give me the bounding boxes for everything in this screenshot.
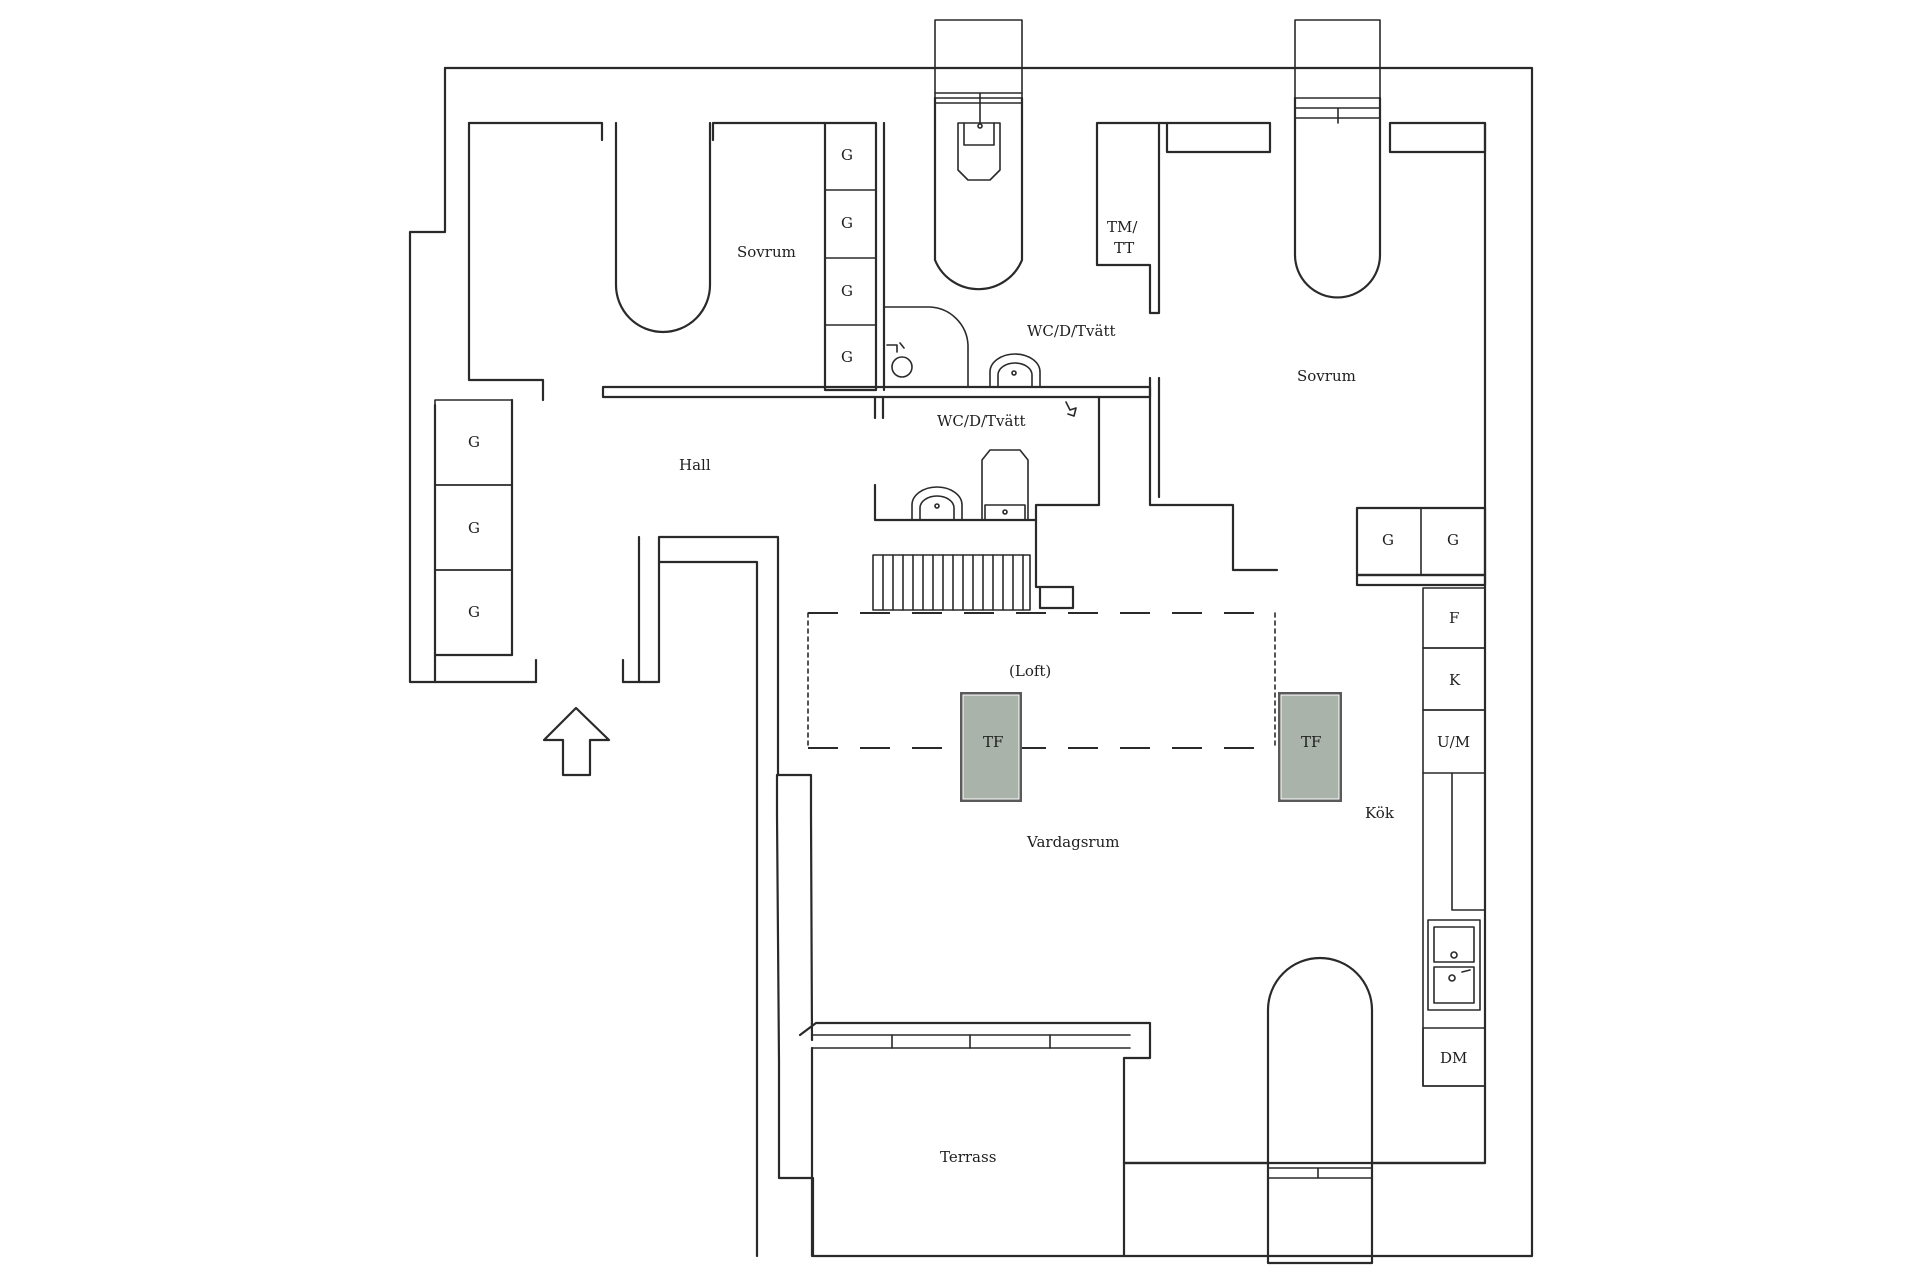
wardrobe-label: G	[841, 146, 853, 164]
inner-wall-face	[433, 121, 1487, 1165]
loft-outline	[807, 612, 1276, 749]
kitchen-sink	[1427, 919, 1481, 1011]
window-top-right	[1293, 19, 1382, 125]
kitchen-label-dm: DM	[1440, 1049, 1467, 1067]
kitchen-cabinets	[1422, 587, 1486, 1087]
hall-wardrobes	[433, 398, 514, 657]
toilet-upper	[957, 122, 1001, 181]
kitchen-label-um: U/M	[1437, 733, 1470, 751]
room-label-terrass: Terrass	[940, 1148, 996, 1166]
wardrobe-label: G	[468, 603, 480, 621]
interior-walls	[601, 121, 1487, 610]
tm-tt-label-line2: TT	[1114, 239, 1134, 257]
stairs	[872, 554, 1031, 611]
wardrobe-label: G	[841, 214, 853, 232]
fireplace-label-left: TF	[983, 733, 1003, 751]
shower-upper	[883, 306, 969, 388]
kitchen-label-f: F	[1449, 609, 1459, 627]
room-label-vardagsrum: Vardagsrum	[1026, 833, 1119, 851]
room-label-wc-upper: WC/D/Tvätt	[1027, 322, 1116, 340]
loft-label: (Loft)	[1009, 662, 1051, 680]
terrace	[798, 1021, 1487, 1258]
entrance-walls	[637, 535, 759, 1258]
window-top-left	[933, 19, 1024, 125]
tap-lower	[1065, 401, 1077, 417]
wardrobe-label: G	[1382, 531, 1394, 549]
wardrobe-label: G	[468, 433, 480, 451]
wardrobe-label: G	[468, 519, 480, 537]
basin-upper	[989, 353, 1041, 388]
kitchen-label-k: K	[1449, 671, 1461, 689]
room-label-kok: Kök	[1365, 804, 1395, 822]
wardrobe-label: G	[841, 348, 853, 366]
wardrobe-label: G	[1447, 531, 1459, 549]
tm-tt-label-line1: TM/	[1107, 218, 1138, 236]
room-label-sovrum-left: Sovrum	[737, 243, 796, 261]
outer-wall	[408, 66, 1534, 1258]
basin-lower	[911, 486, 963, 521]
fireplace-left	[960, 692, 1022, 802]
fireplace-label-right: TF	[1301, 733, 1321, 751]
room-label-sovrum-right: Sovrum	[1297, 367, 1356, 385]
window-well-arches	[614, 121, 1382, 1265]
room-label-hall: Hall	[679, 456, 711, 474]
wardrobe-label: G	[841, 282, 853, 300]
entrance-arrow-icon	[542, 706, 611, 777]
toilet-lower	[981, 449, 1029, 521]
fireplace-right	[1278, 692, 1342, 802]
room-label-wc-lower: WC/D/Tvätt	[937, 412, 1026, 430]
